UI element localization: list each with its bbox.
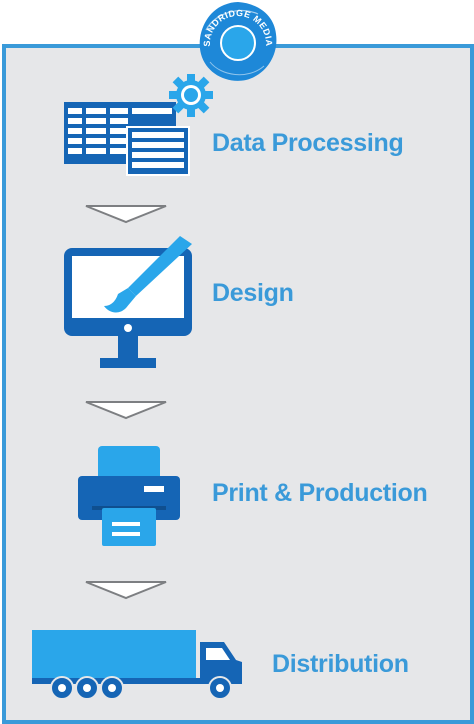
- sandridge-media-badge-logo: SANDRIDGE MEDIA: [199, 2, 277, 81]
- down-arrow-3: [85, 581, 167, 600]
- printer-icon: [78, 446, 180, 546]
- down-arrow-1: [85, 205, 167, 224]
- step-label-data-processing: Data Processing: [212, 129, 404, 157]
- step-label-distribution: Distribution: [272, 650, 409, 678]
- step-label-print-production: Print & Production: [212, 479, 428, 507]
- monitor-brush-icon: [64, 236, 192, 368]
- down-arrow-2: [85, 401, 167, 420]
- truck-icon: [32, 630, 242, 700]
- step-label-design: Design: [212, 279, 294, 307]
- spreadsheet-gear-icon: [64, 74, 213, 176]
